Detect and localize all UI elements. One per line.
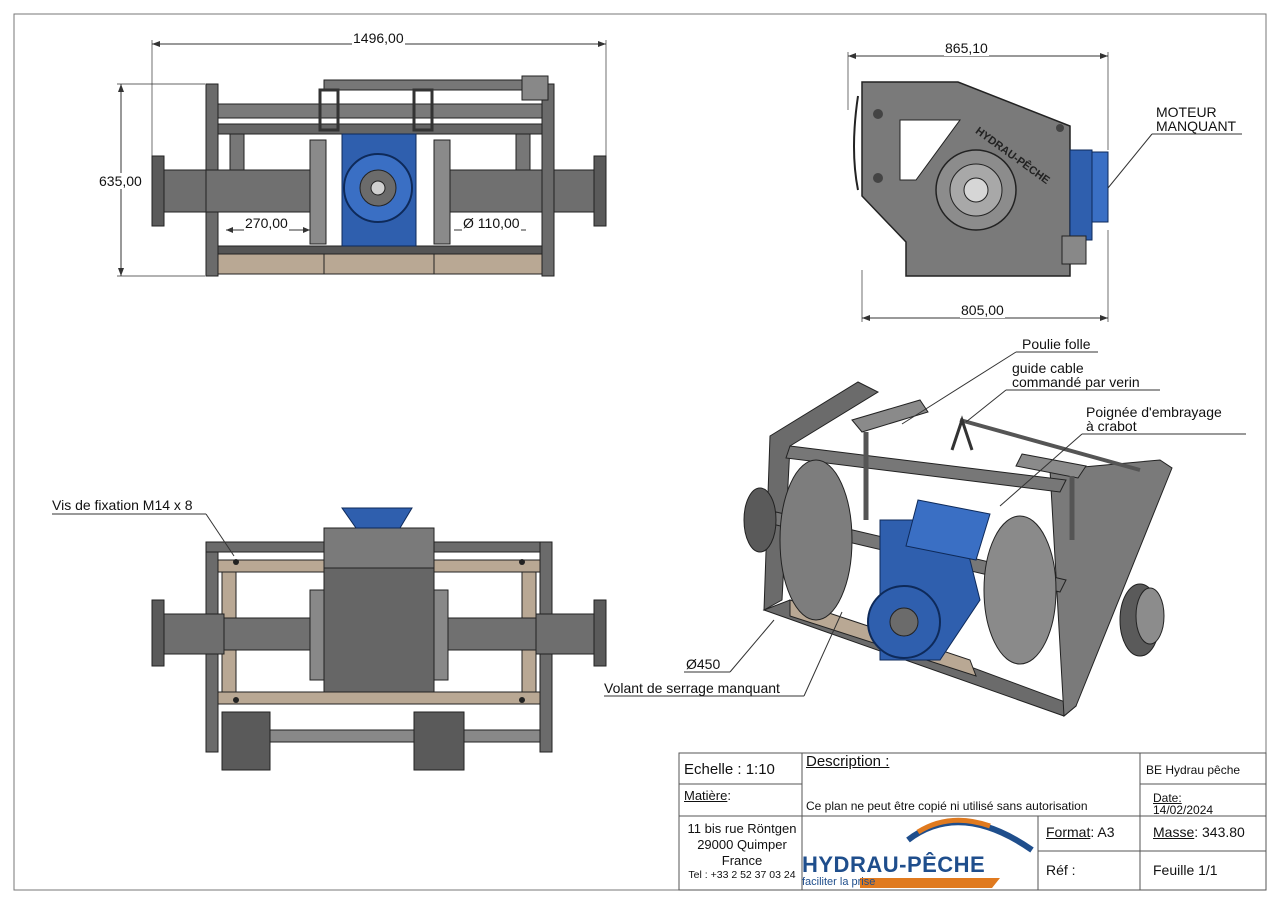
callout-motor-line2: MANQUANT xyxy=(1156,118,1237,134)
description-label: Description : xyxy=(806,753,890,770)
address-line1: 11 bis rue Röntgen xyxy=(687,821,797,836)
callout-drum-diameter: Ø450 xyxy=(686,656,721,672)
dim-front-width: 1496,00 xyxy=(352,30,405,46)
callout-cable-guide-line1: guide cable xyxy=(1012,360,1084,376)
side-view xyxy=(847,52,1242,322)
company-logo-graphic xyxy=(860,817,1034,888)
callout-fixing-screws: Vis de fixation M14 x 8 xyxy=(52,497,193,513)
mass-field: Masse: 343.80 xyxy=(1153,824,1245,840)
copy-notice: Ce plan ne peut être copié ni utilisé sa… xyxy=(806,799,1088,813)
sheet-number: Feuille 1/1 xyxy=(1153,862,1218,878)
front-view xyxy=(117,40,607,277)
callout-clutch-handle-line2: à crabot xyxy=(1086,418,1137,434)
callout-cable-guide-line2: commandé par verin xyxy=(1012,374,1140,390)
logo-tagline: faciliter la prise xyxy=(802,876,876,888)
dim-side-width-bottom: 805,00 xyxy=(960,302,1005,318)
scale-label: Echelle : 1:10 xyxy=(684,761,775,778)
diameter-symbol: Ø xyxy=(463,215,474,231)
address-phone: Tel : +33 2 52 37 03 24 xyxy=(688,869,796,881)
format-value: : A3 xyxy=(1090,824,1115,840)
dim-shaft-diameter: Ø 110,00 xyxy=(462,215,521,231)
project-name: BE Hydrau pêche xyxy=(1146,763,1241,777)
ref-label: Réf : xyxy=(1046,862,1076,878)
mass-label: Masse xyxy=(1153,824,1195,840)
address-line3: France xyxy=(721,853,763,868)
format-label: Format xyxy=(1046,824,1091,840)
callout-clutch-handle-line1: Poignée d'embrayage xyxy=(1086,404,1222,420)
material-label: Matière: xyxy=(684,788,731,803)
address-line2: 29000 Quimper xyxy=(697,837,787,852)
callout-idler-pulley: Poulie folle xyxy=(1022,336,1091,352)
date-label: Date: xyxy=(1153,791,1182,805)
isometric-view xyxy=(604,351,1246,718)
material-label-text: Matière xyxy=(684,788,728,803)
dim-side-width-top: 865,10 xyxy=(944,40,989,56)
top-view xyxy=(52,507,607,771)
logo-name: HYDRAU-PÊCHE xyxy=(802,852,986,877)
dim-drum-offset: 270,00 xyxy=(244,215,289,231)
format-field: Format: A3 xyxy=(1046,824,1114,840)
dim-front-height: 635,00 xyxy=(98,173,143,189)
callout-handwheel: Volant de serrage manquant xyxy=(604,680,780,696)
date-value: 14/02/2024 xyxy=(1153,803,1214,817)
dim-shaft-diameter-value: 110,00 xyxy=(477,215,520,231)
mass-value: : 343.80 xyxy=(1194,824,1245,840)
callout-motor-line1: MOTEUR xyxy=(1156,104,1217,120)
material-colon: : xyxy=(727,788,731,803)
